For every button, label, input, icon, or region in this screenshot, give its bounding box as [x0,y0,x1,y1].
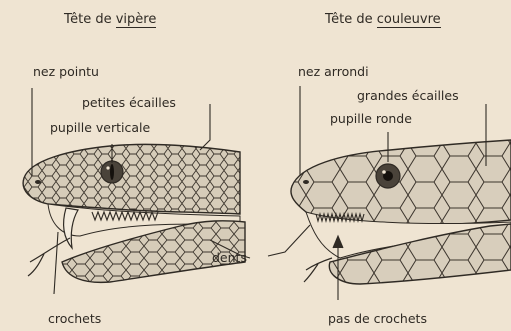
label-grass-snake-nose: nez arrondi [298,64,369,79]
label-grass-snake-pupil: pupille ronde [330,111,412,126]
viper-tongue [28,238,70,276]
grass-snake-head [291,140,511,284]
label-grass-snake-no-fangs: pas de crochets [328,311,427,326]
label-grass-snake-scales: grandes écailles [357,88,459,103]
viper-upper-head [23,144,240,214]
label-viper-nose: nez pointu [33,64,99,79]
label-teeth: dents [212,250,247,265]
label-viper-scales: petites écailles [82,95,176,110]
grass-snake-tongue [304,258,332,282]
label-viper-pupil: pupille verticale [50,120,150,135]
label-viper-fangs: crochets [48,311,101,326]
